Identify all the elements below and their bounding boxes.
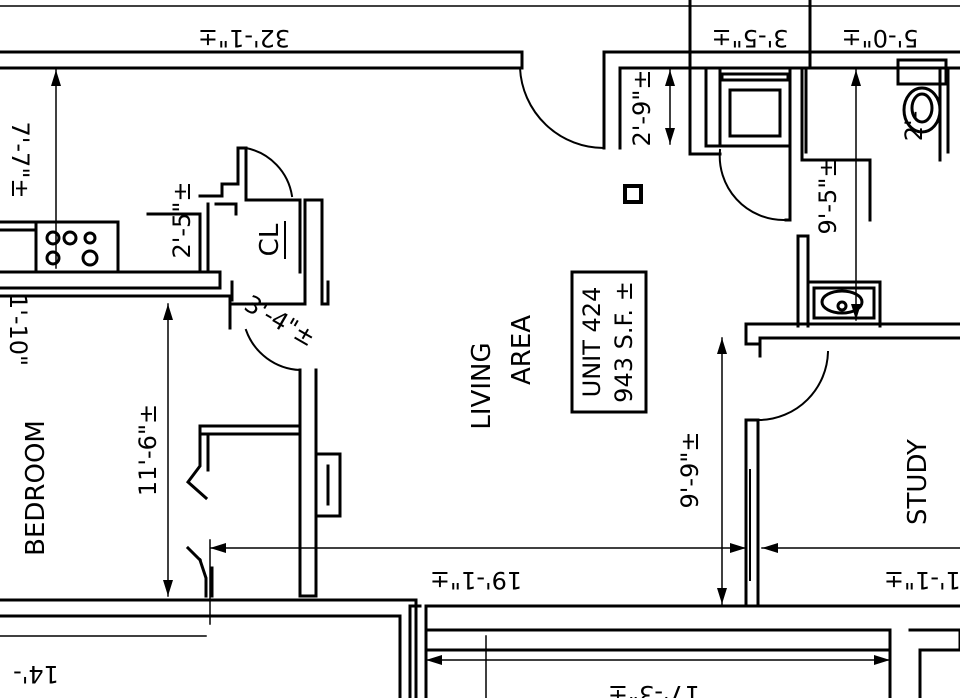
unit-tag-box (570, 270, 648, 414)
toilet (896, 58, 948, 134)
room-label-closet: CL (255, 223, 285, 256)
dim-entry-depth: 2'-9"± (628, 70, 656, 147)
bedroom-partition (185, 298, 342, 598)
room-label-bedroom: BEDROOM (21, 420, 51, 556)
bathroom (688, 66, 950, 328)
dim-study-width: 11'-1"± (884, 566, 960, 594)
dim-top-bath-a: 3'-5"± (712, 24, 789, 52)
dim-top-bath-b: 5'-0"± (842, 24, 919, 52)
dim-left-vertical-mid: 1'-10" (4, 294, 32, 366)
unit-number: UNIT 424 (578, 287, 606, 398)
dim-bath-height: 9'-5"± (814, 158, 842, 235)
dim-right-edge: 2'- (900, 111, 928, 142)
unit-area: 943 S.F. ± (610, 281, 638, 403)
dim-bottom-left: 14'- (13, 660, 59, 688)
closet (198, 146, 302, 302)
dim-left-vertical-top: 7'-7"± (6, 122, 34, 199)
dim-kitchen-depth: 2'-5"± (168, 182, 196, 259)
dimension-arrows (51, 70, 890, 665)
dim-living-width: 19'-1"± (430, 566, 522, 594)
entry-door (518, 59, 606, 150)
room-label-area: AREA (507, 315, 537, 385)
room-label-study: STUDY (903, 439, 933, 525)
top-exterior-wall (0, 0, 960, 150)
dim-bedroom-height: 11'-6"± (134, 404, 162, 496)
thermostat-marker (623, 184, 643, 204)
range-stove (34, 220, 120, 274)
dim-bottom-mid: 17'-3"± (608, 680, 700, 698)
bottom-exterior-wall (0, 598, 960, 698)
room-label-living: LIVING (467, 342, 497, 429)
dim-living-height: 9'-9"± (676, 432, 704, 509)
study-partition (744, 322, 960, 608)
dim-top-overall: 32'-1"± (198, 24, 290, 52)
sink (812, 286, 876, 320)
